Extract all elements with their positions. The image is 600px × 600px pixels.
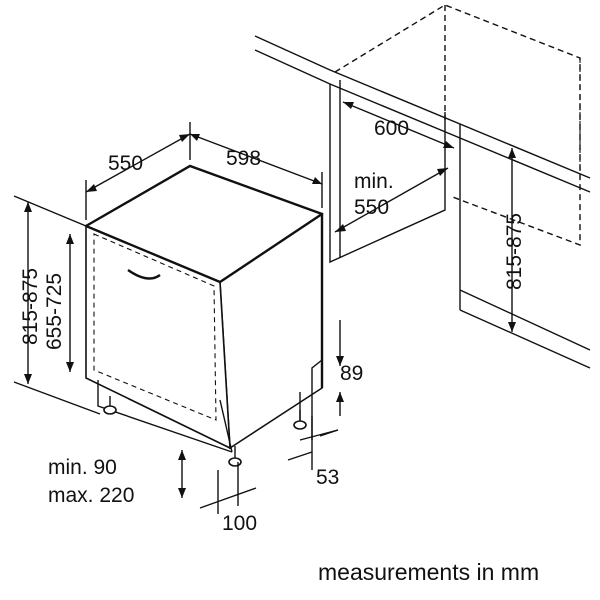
dishwasher-body [84, 164, 339, 467]
dimension-lines [13, 122, 344, 514]
label-plinth-min: min. 90 [48, 456, 117, 479]
label-kick-height-89: 89 [340, 362, 363, 385]
units-note: measurements in mm [318, 559, 539, 585]
label-door-height: 655-725 [43, 273, 66, 350]
label-plinth-depth-100: 100 [222, 512, 257, 535]
label-kick-inset-53: 53 [316, 466, 339, 489]
label-appliance-height: 815-875 [19, 268, 42, 345]
label-width-598: 598 [226, 147, 261, 170]
cabinet-niche [254, 4, 591, 369]
label-niche-height: 815-875 [503, 213, 526, 290]
label-niche-depth-550: 550 [354, 196, 389, 219]
label-niche-width-600: 600 [374, 117, 409, 140]
label-depth-550: 550 [108, 152, 143, 175]
label-plinth-max: max. 220 [48, 484, 134, 507]
label-niche-depth-min: min. [354, 170, 394, 193]
